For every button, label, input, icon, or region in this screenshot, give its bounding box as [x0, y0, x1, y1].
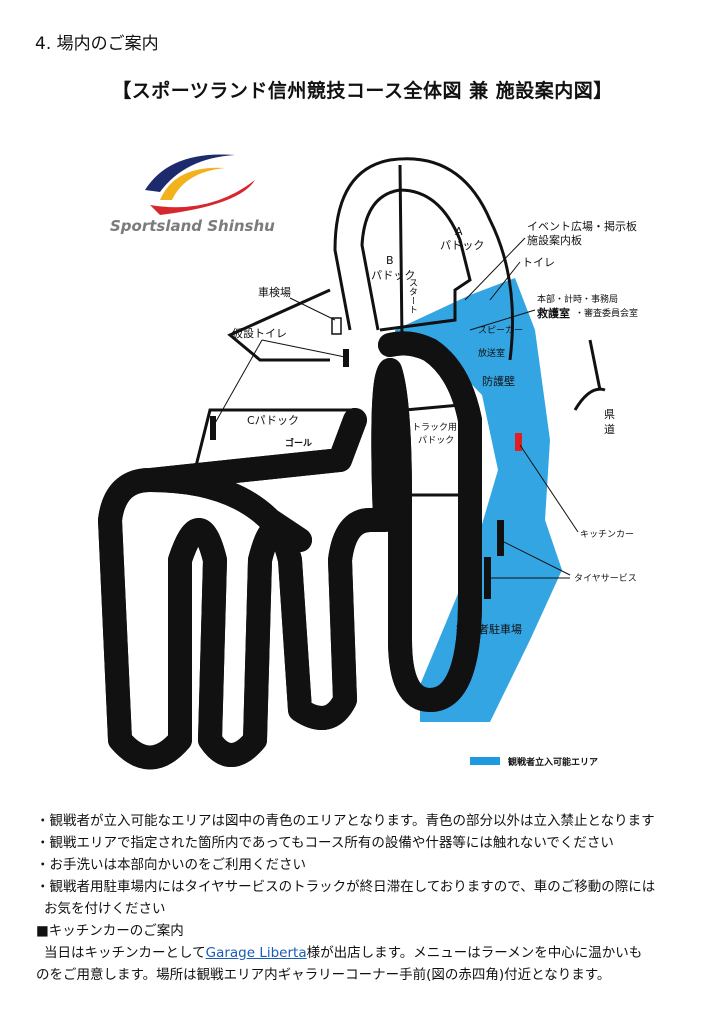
label-prefectural-road: 道 — [604, 422, 615, 436]
race-track — [98, 343, 482, 757]
label-c-paddock: Cパドック — [247, 414, 299, 427]
temp-toilet-marker — [210, 416, 216, 440]
note-item: ・観戦者が立入可能なエリアは図中の青色のエリアとなります。青色の部分以外は立入禁… — [36, 813, 655, 829]
label-goal: ゴール — [285, 437, 312, 449]
label-barrier: 防護壁 — [482, 374, 515, 388]
label-first-aid: 救護室 — [537, 306, 570, 320]
label-a-paddock: パドック — [440, 239, 484, 252]
label-kitchen-car: キッチンカー — [580, 529, 634, 540]
legend-swatch — [470, 757, 500, 765]
label-event-plaza: イベント広場・掲示板 — [527, 219, 637, 233]
garage-liberta-link[interactable]: Garage Liberta — [205, 945, 307, 961]
label-broadcast: 放送室 — [478, 347, 505, 359]
note-item: ・観戦者用駐車場内にはタイヤサービスのトラックが終日滞在しておりますので、車のご… — [36, 879, 656, 895]
tire-service-marker — [484, 557, 491, 599]
logo-text: Sportsland Shinshu — [110, 217, 275, 235]
label-truck-paddock: トラック用 — [412, 422, 457, 433]
label-mid-time: 中間タイム — [338, 559, 349, 605]
label-inspection: 車検場 — [258, 285, 291, 299]
label-b-paddock: B — [386, 254, 394, 267]
label-a-paddock: A — [455, 225, 463, 238]
notes: ・観戦者が立入可能なエリアは図中の青色のエリアとなります。青色の部分以外は立入禁… — [36, 810, 716, 986]
label-b-paddock: パドック — [371, 269, 415, 282]
sportsland-logo: Sportsland Shinshu — [110, 154, 275, 235]
label-start: スタート — [407, 278, 418, 314]
kitchen-text: 様が出店します。メニューはラーメンを中心に温かいも — [306, 945, 643, 961]
label-speaker: スピーカー — [478, 325, 523, 336]
note-item: お気を付けください — [44, 901, 166, 917]
label-tire-service: タイヤサービス — [574, 573, 637, 584]
kitchen-car-marker — [515, 433, 522, 451]
leader-lines — [213, 237, 579, 579]
label-parking: 観戦者駐車場 — [456, 622, 522, 636]
kitchen-line-2: のをご用意します。場所は観戦エリア内ギャラリーコーナー手前(図の赤四角)付近とな… — [36, 967, 611, 983]
kitchen-line-1: 当日はキッチンカーとしてGarage Liberta様が出店します。メニューはラ… — [36, 942, 716, 964]
label-prefectural-road: 県 — [604, 408, 615, 421]
label-truck-paddock: パドック — [418, 435, 454, 446]
tire-service-marker — [497, 520, 504, 556]
label-committee: ・審査委員会室 — [575, 307, 638, 319]
kitchen-heading: ■キッチンカーのご案内 — [36, 923, 184, 939]
inspection-marker — [331, 317, 342, 335]
section-title: 4. 場内のご案内 — [35, 34, 159, 54]
course-map: Sportsland Shinshu A パドック B パドック スタート 車検… — [98, 154, 638, 800]
note-item: ・お手洗いは本部向かいのをご利用ください — [36, 857, 306, 873]
label-facility-board: 施設案内板 — [527, 233, 582, 247]
kitchen-text: 当日はキッチンカーとして — [44, 945, 206, 961]
temp-toilet-marker — [343, 349, 349, 367]
label-toilet: トイレ — [522, 256, 555, 269]
map-title: 【スポーツランド信州競技コース全体図 兼 施設案内図】 — [112, 80, 613, 102]
spectator-area — [395, 278, 562, 722]
note-item: ・観戦エリアで指定された箇所内であってもコース所有の設備や什器等には触れないでく… — [36, 835, 614, 851]
label-hq: 本部・計時・事務局 — [537, 293, 618, 305]
label-temp-toilet: 仮設トイレ — [232, 326, 287, 340]
legend-label: 観戦者立入可能エリア — [508, 756, 598, 768]
